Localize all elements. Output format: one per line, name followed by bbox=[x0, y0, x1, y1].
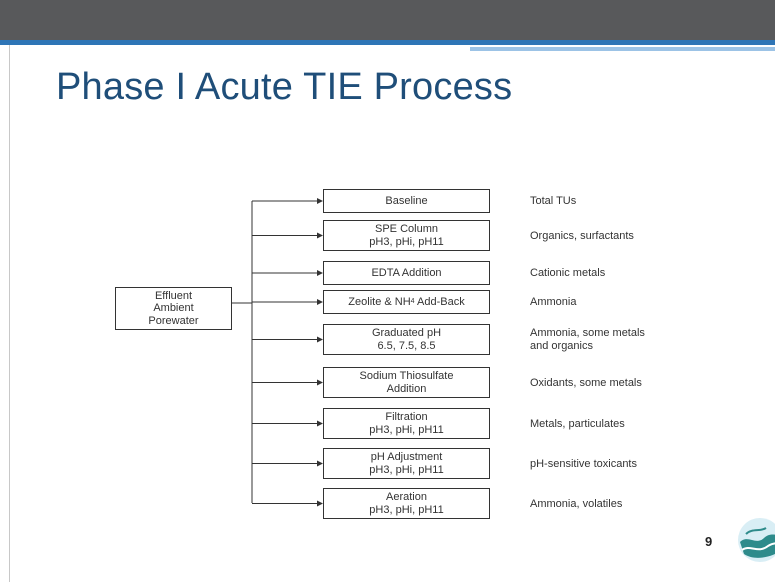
process-step-label-suffix: Add-Back bbox=[414, 295, 465, 308]
process-step-result: Ammonia bbox=[530, 296, 577, 308]
header-accent-line-short bbox=[470, 47, 775, 51]
process-step-result: Ammonia, some metals and organics bbox=[530, 326, 645, 353]
process-step-box: EDTA Addition bbox=[323, 261, 490, 285]
process-step-label: EDTA Addition bbox=[371, 266, 442, 279]
process-step-label: Aeration pH3, pHi, pH11 bbox=[369, 490, 444, 516]
process-step-label: Baseline bbox=[385, 194, 428, 207]
process-step-result: Organics, surfactants bbox=[530, 229, 634, 242]
process-step-box: Aeration pH3, pHi, pH11 bbox=[323, 488, 490, 519]
process-step-result: Ammonia, volatiles bbox=[530, 497, 623, 510]
header-accent-line bbox=[0, 40, 775, 45]
process-step-result: Oxidants, some metals bbox=[530, 376, 642, 389]
process-step-box: Filtration pH3, pHi, pH11 bbox=[323, 408, 490, 439]
process-step-box: SPE Column pH3, pHi, pH11 bbox=[323, 220, 490, 251]
process-step-result: Metals, particulates bbox=[530, 417, 625, 430]
process-step-result: pH-sensitive toxicants bbox=[530, 457, 637, 470]
process-step-label: Sodium Thiosulfate Addition bbox=[359, 369, 454, 395]
source-box: Effluent Ambient Porewater bbox=[115, 287, 232, 330]
header-bar bbox=[0, 0, 775, 40]
slide-border bbox=[9, 45, 10, 582]
process-step-label: Graduated pH 6.5, 7.5, 8.5 bbox=[371, 326, 442, 352]
slide-title: Phase I Acute TIE Process bbox=[56, 66, 513, 108]
process-step-result: Cationic metals bbox=[530, 267, 606, 279]
process-step-box: Baseline bbox=[323, 189, 490, 213]
process-step-label: SPE Column pH3, pHi, pH11 bbox=[369, 222, 444, 248]
process-step-box: pH Adjustment pH3, pHi, pH11 bbox=[323, 448, 490, 479]
source-label: Effluent Ambient Porewater bbox=[148, 289, 199, 327]
process-step-label: pH Adjustment pH3, pHi, pH11 bbox=[369, 450, 444, 476]
page-number: 9 bbox=[705, 534, 713, 549]
process-step-result: Total TUs bbox=[530, 195, 577, 207]
process-step-box: Sodium Thiosulfate Addition bbox=[323, 367, 490, 398]
process-step-label-subscript: 4 bbox=[410, 297, 415, 305]
process-step-box: Graduated pH 6.5, 7.5, 8.5 bbox=[323, 324, 490, 355]
process-step-label: Filtration pH3, pHi, pH11 bbox=[369, 410, 444, 436]
wave-logo-icon bbox=[738, 518, 775, 562]
process-step-label: Zeolite & NH bbox=[348, 295, 411, 308]
